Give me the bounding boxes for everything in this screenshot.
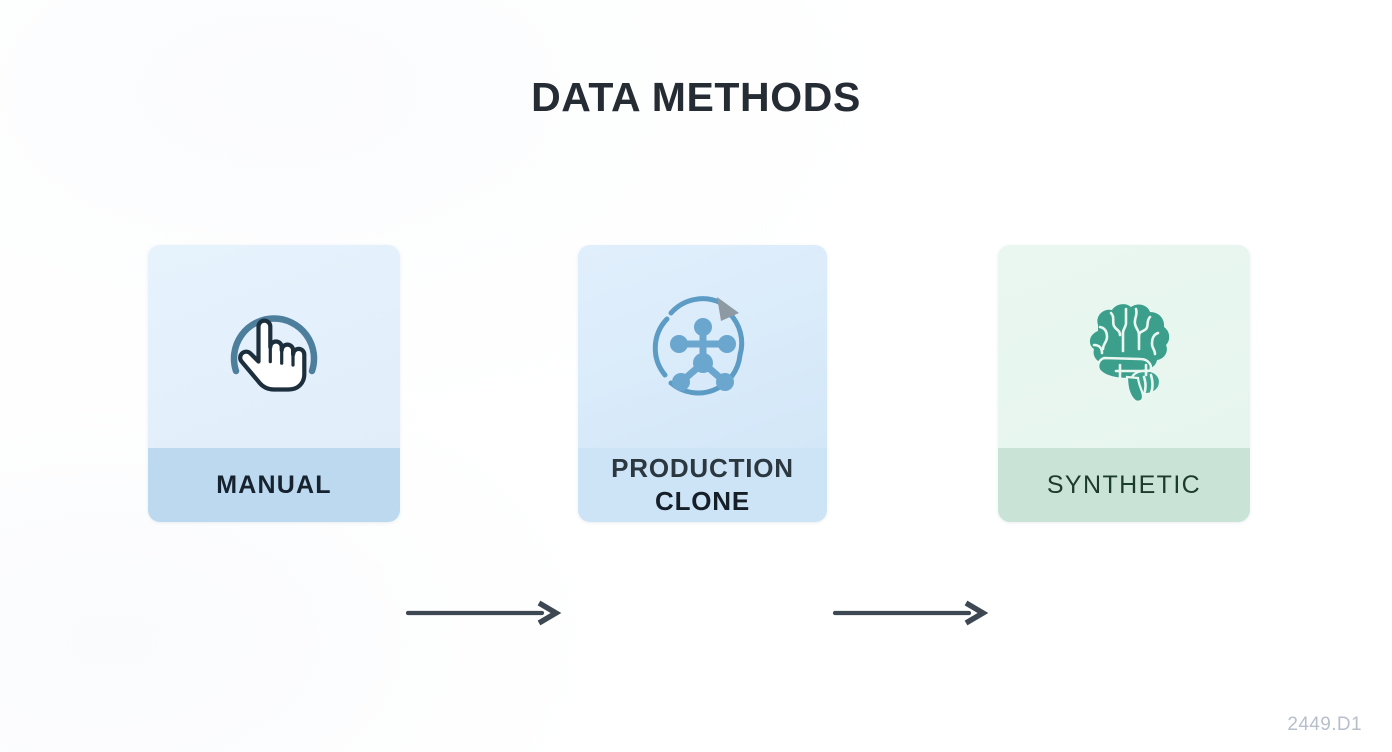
page-title: DATA METHODS — [531, 74, 861, 120]
card-production-clone-icon-area — [578, 245, 827, 448]
card-synthetic-footer: SYNTHETIC — [998, 448, 1250, 522]
card-synthetic-icon-area — [998, 245, 1250, 448]
network-sync-icon — [643, 287, 763, 407]
card-synthetic[interactable]: SYNTHETIC — [998, 245, 1250, 522]
brain-icon — [1064, 287, 1184, 407]
card-manual-footer: MANUAL — [148, 448, 400, 522]
card-production-clone[interactable]: PRODUCTION CLONE — [578, 245, 827, 522]
card-production-clone-label: PRODUCTION CLONE — [611, 452, 794, 519]
card-manual-icon-area — [148, 245, 400, 448]
card-production-clone-label-line-2: CLONE — [655, 486, 750, 516]
card-manual-label: MANUAL — [216, 470, 332, 499]
arrow-clone-to-synthetic — [832, 600, 993, 626]
hand-pointer-icon — [214, 287, 334, 407]
arrow-manual-to-clone — [405, 600, 566, 626]
watermark: 2449.D1 — [1287, 714, 1362, 735]
card-production-clone-footer: PRODUCTION CLONE — [578, 448, 827, 522]
flow-diagram: MANUAL — [0, 245, 1392, 626]
card-manual[interactable]: MANUAL — [148, 245, 400, 522]
card-synthetic-label: SYNTHETIC — [1046, 470, 1202, 499]
card-production-clone-label-line-1: PRODUCTION — [611, 452, 794, 483]
